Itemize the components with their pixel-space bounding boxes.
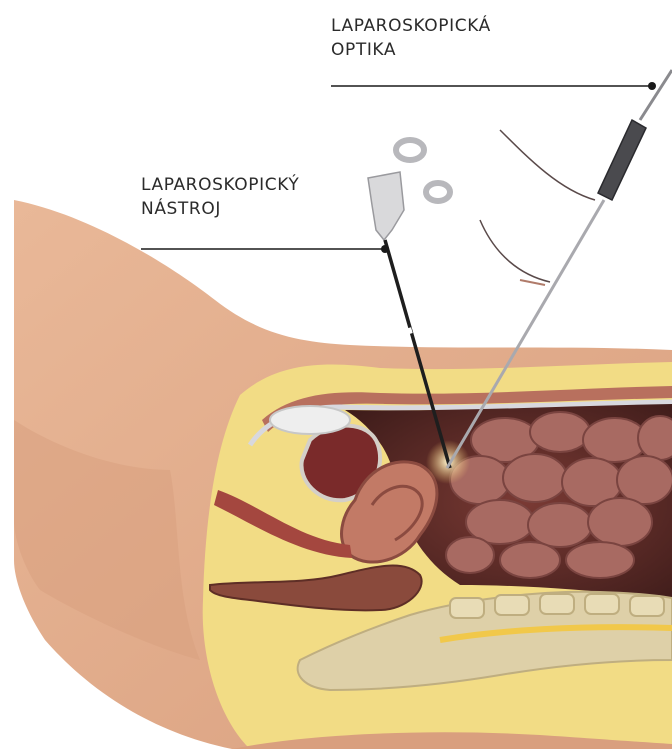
thread-2: [480, 220, 550, 282]
optics-label-line2: OPTIKA: [331, 38, 491, 62]
optics-label-line1: LAPAROSKOPICKÁ: [331, 14, 491, 38]
instrument-label-line2: NÁSTROJ: [141, 197, 299, 221]
optics-label: LAPAROSKOPICKÁ OPTIKA: [331, 14, 491, 62]
optics-leader-dot: [648, 82, 656, 90]
pubic-bone: [270, 406, 350, 434]
instrument-ring-side: [426, 183, 450, 201]
instrument-leader-dot: [381, 245, 389, 253]
trocar-1: [520, 280, 545, 285]
instrument-label-line1: LAPAROSKOPICKÝ: [141, 173, 299, 197]
optics-cable: [640, 70, 672, 120]
instrument-ring-top: [396, 140, 424, 160]
optics-camera-head: [598, 120, 646, 200]
instrument-label: LAPAROSKOPICKÝ NÁSTROJ: [141, 173, 299, 221]
thread-1: [500, 130, 595, 200]
instrument-handle: [368, 172, 404, 240]
